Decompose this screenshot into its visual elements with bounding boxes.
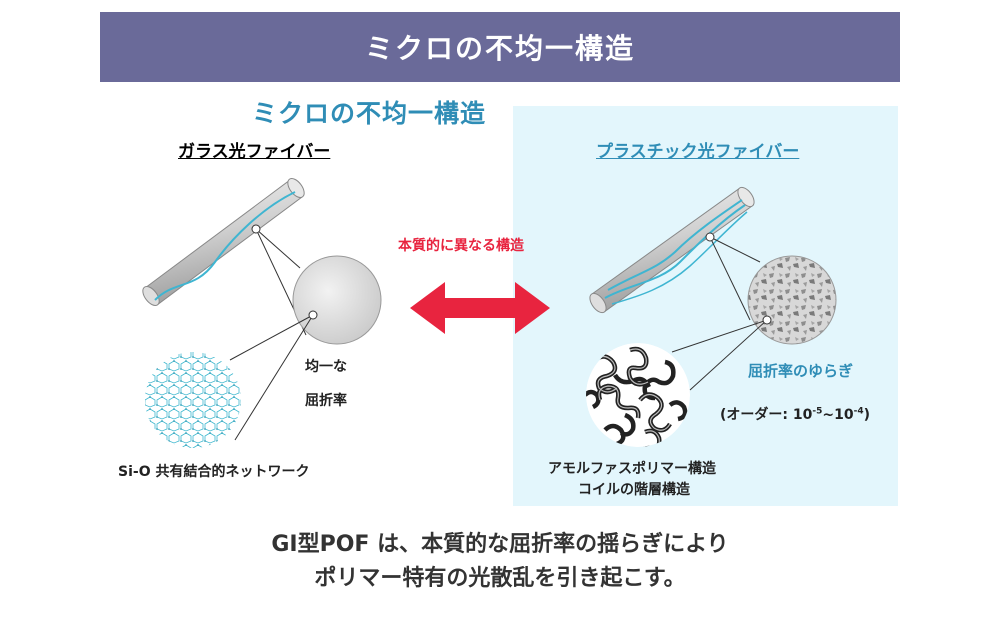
- glass-uniform-circle: [292, 255, 382, 345]
- refractive-fluctuation-label: 屈折率のゆらぎ: [748, 362, 854, 380]
- conclusion-line-1: GI型POF は、本質的な屈折率の揺らぎにより: [271, 532, 729, 557]
- glass-fiber-tube: [142, 178, 305, 306]
- fluctuation-order-label: (オーダー: 10-5~10-4): [720, 406, 870, 423]
- glass-uniform-label-line2: 屈折率: [305, 393, 347, 409]
- plastic-fluctuation-circle: [747, 255, 837, 345]
- conclusion-text: GI型POF は、本質的な屈折率の揺らぎにより ポリマー特有の光散乱を引き起こす…: [0, 528, 1000, 596]
- amorphous-structure-label: アモルファスポリマー構造: [548, 461, 716, 477]
- coil-hierarchy-label: コイルの階層構造: [578, 482, 690, 498]
- glass-uniform-label-line1: 均一な: [305, 359, 347, 375]
- si-o-network-label: Si-O 共有結合的ネットワーク: [118, 464, 310, 480]
- conclusion-line-2: ポリマー特有の光散乱を引き起こす。: [314, 566, 686, 591]
- comparison-label: 本質的に異なる構造: [398, 238, 524, 254]
- comparison-double-arrow-icon: [410, 282, 550, 334]
- diagram-subtitle: ミクロの不均一構造: [252, 99, 487, 128]
- polymer-coil-icon: [586, 343, 690, 447]
- si-o-network-icon: [145, 352, 241, 448]
- banner-title: ミクロの不均一構造: [100, 12, 900, 82]
- plastic-fiber-tube: [589, 186, 755, 314]
- glass-fiber-heading: ガラス光ファイバー: [178, 142, 331, 162]
- plastic-fiber-heading: プラスチック光ファイバー: [596, 142, 800, 162]
